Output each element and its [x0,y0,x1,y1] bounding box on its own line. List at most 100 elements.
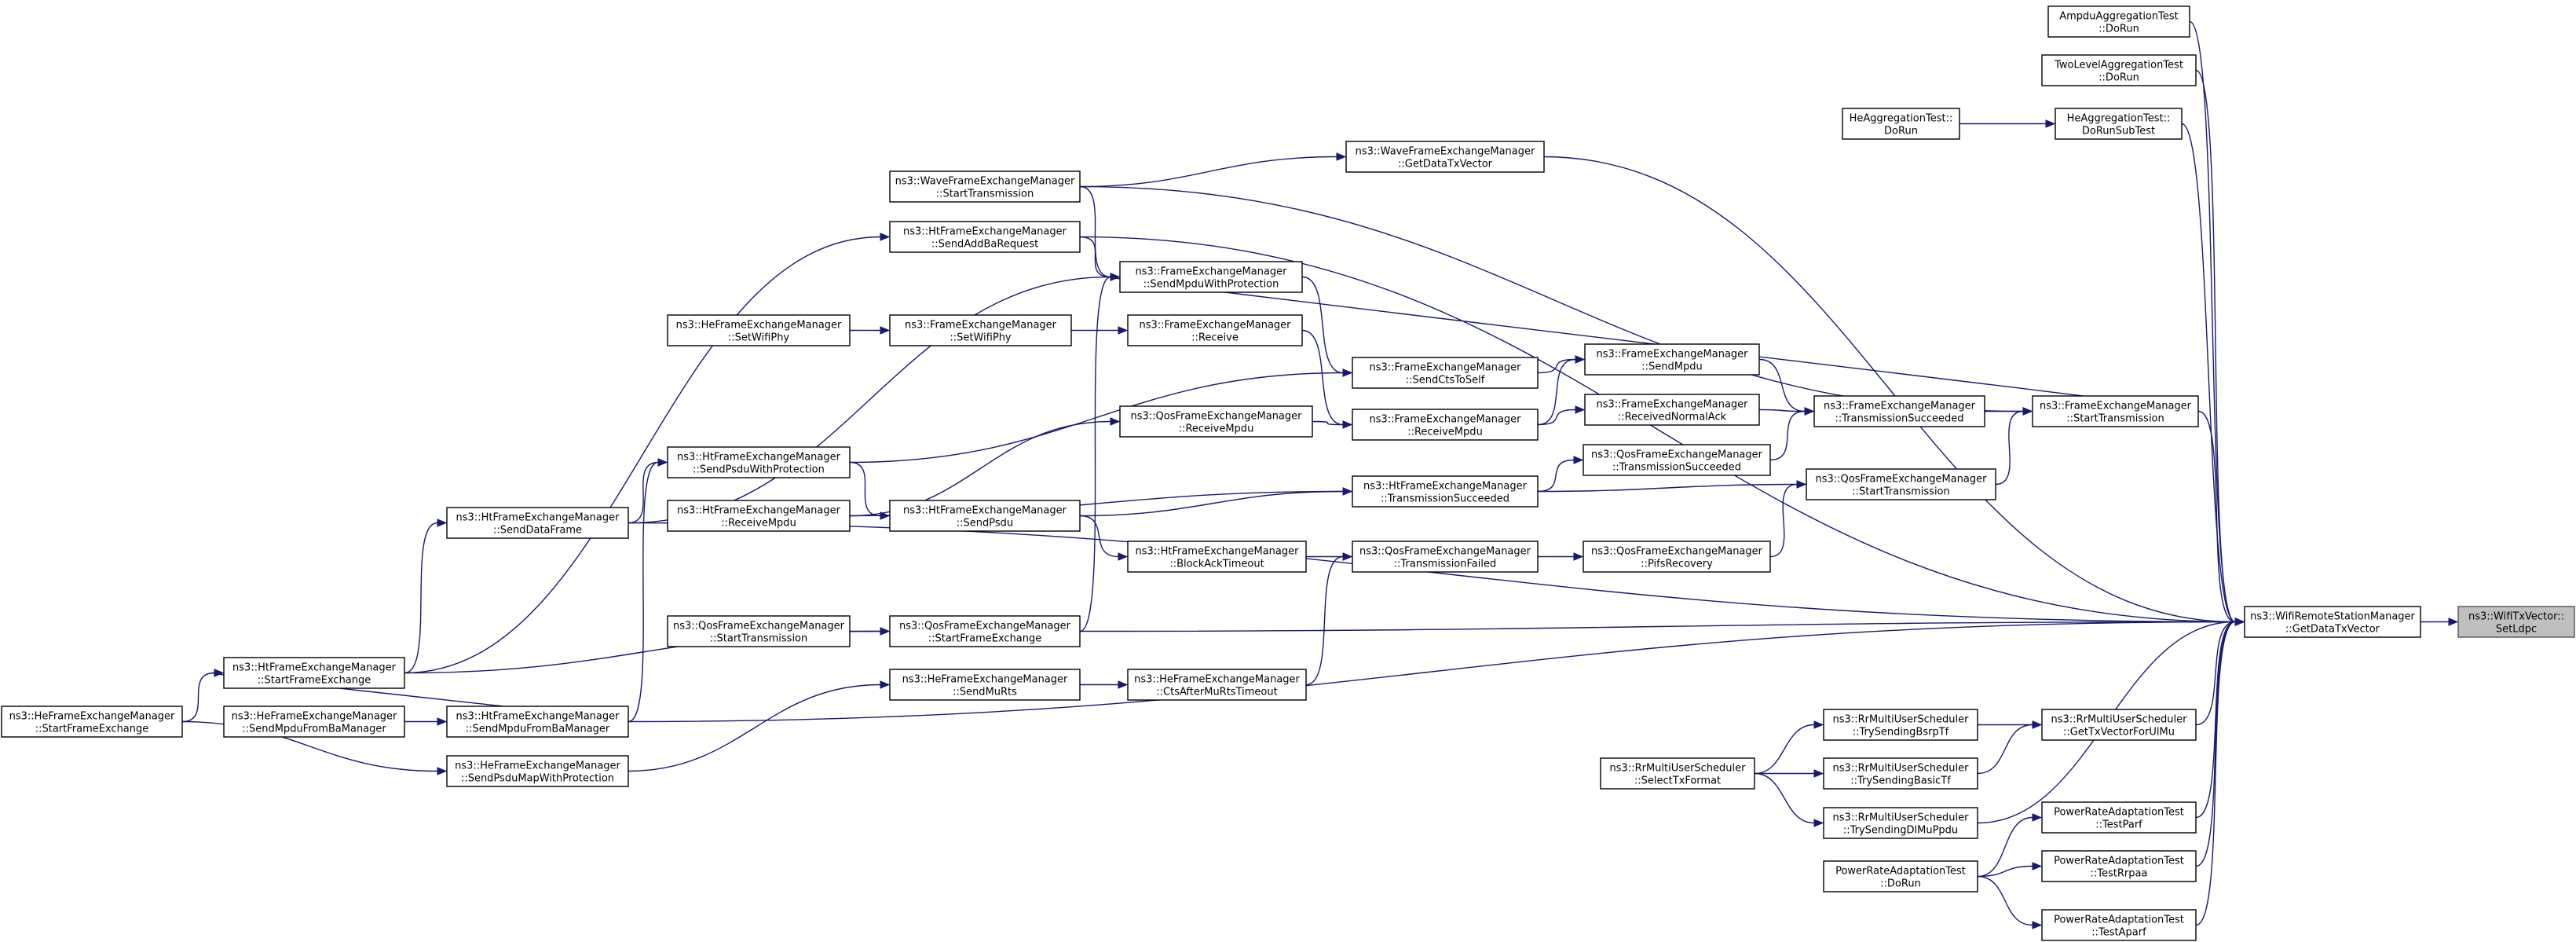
edge-n47-to-n44 [1977,813,2043,878]
edge-n7-to-n20 [1079,185,1121,281]
graph-node-n6[interactable]: ns3::WaveFrameExchangeManager::GetDataTx… [1345,141,1545,173]
edge-n16-to-n12 [1537,405,1586,426]
graph-node-n5[interactable]: HeAggregationTest::DoRun [1842,108,1960,140]
graph-node-n14[interactable]: ns3::QosFrameExchangeManager::PifsRecove… [1583,541,1771,573]
graph-node-n34[interactable]: ns3::HeFrameExchangeManager::SendMuRts [889,669,1081,701]
graph-node-n20[interactable]: ns3::FrameExchangeManager::SendMpduWithP… [1119,261,1303,293]
node-label-line: ns3::HeFrameExchangeManager [232,711,397,723]
node-label-line: ns3::QosFrameExchangeManager [1130,411,1302,423]
graph-node-n47[interactable]: PowerRateAdaptationTest::DoRun [1823,860,1978,893]
graph-node-n18[interactable]: ns3::QosFrameExchangeManager::Transmissi… [1352,541,1539,573]
edge-line [2195,621,2236,726]
edge-line [2195,621,2236,867]
edge-arrowhead [2032,813,2043,822]
graph-node-n46[interactable]: PowerRateAdaptationTest::TestAparf [2041,909,2197,941]
graph-node-n16[interactable]: ns3::FrameExchangeManager::ReceiveMpdu [1352,409,1539,441]
graph-node-n15[interactable]: ns3::FrameExchangeManager::SendCtsToSelf [1352,357,1539,389]
node-box [1352,409,1539,441]
edge-arrowhead [2234,618,2245,626]
node-label-line: ::Receive [1191,332,1239,344]
graph-node-n4[interactable]: HeAggregationTest::DoRunSubTest [2055,108,2183,140]
graph-node-n37[interactable]: ns3::HeFrameExchangeManager::SendMpduFro… [223,706,405,738]
graph-node-n13[interactable]: ns3::QosFrameExchangeManager::Transmissi… [1583,444,1771,476]
graph-node-n29[interactable]: ns3::HtFrameExchangeManager::SendDataFra… [446,507,629,539]
node-box [446,706,629,738]
graph-node-n33[interactable]: ns3::HeFrameExchangeManager::StartFrameE… [1,706,183,738]
graph-node-n42[interactable]: ns3::RrMultiUserScheduler::SelectTxForma… [1600,757,1755,790]
node-label-line: ns3::HtFrameExchangeManager [903,505,1067,517]
node-label-line: ::SendMpduFromBaManager [242,724,386,735]
edge-line [1079,515,1119,558]
graph-node-n45[interactable]: PowerRateAdaptationTest::TestRrpaa [2041,850,2197,882]
node-box [2041,850,2197,882]
node-label-line: ::SendDataFrame [493,525,582,537]
graph-node-n41[interactable]: ns3::RrMultiUserScheduler::TrySendingBas… [1823,757,1978,790]
node-box [1583,444,1771,476]
graph-node-n28[interactable]: ns3::HtFrameExchangeManager::ReceiveMpdu [667,500,851,532]
graph-node-n12[interactable]: ns3::FrameExchangeManager::ReceivedNorma… [1584,394,1760,426]
node-box [889,669,1081,701]
edge-line [404,236,881,674]
graph-node-n10[interactable]: ns3::QosFrameExchangeManager::StartTrans… [1806,468,1996,500]
graph-node-n35[interactable]: ns3::HeFrameExchangeManager::CtsAfterMuR… [1127,669,1307,701]
graph-node-n25[interactable]: ns3::HtFrameExchangeManager::SendPsdu [889,500,1081,532]
graph-node-n22[interactable]: ns3::FrameExchangeManager::SetWifiPhy [889,314,1072,346]
graph-node-n24[interactable]: ns3::QosFrameExchangeManager::ReceiveMpd… [1119,405,1313,438]
edge-line [628,621,2236,723]
node-label-line: ::TransmissionFailed [1394,559,1496,570]
node-label-line: ::StartTransmission [1852,486,1950,498]
node-box [1823,807,1978,839]
node-label-line: ns3::FrameExchangeManager [1369,362,1521,374]
node-box [2457,606,2575,638]
node-label-line: ::StartFrameExchange [35,724,149,735]
node-label-line: ns3::QosFrameExchangeManager [1591,449,1763,461]
node-label-line: ::StartTransmission [2066,413,2164,425]
graph-node-n40[interactable]: ns3::RrMultiUserScheduler::TrySendingBsr… [1823,709,1978,741]
edge-n13-to-n9 [1769,407,1815,461]
graph-node-n21[interactable]: ns3::FrameExchangeManager::Receive [1127,314,1303,346]
node-label-line: ::TrySendingBsrpTf [1853,727,1949,739]
graph-node-n39[interactable]: ns3::RrMultiUserScheduler::GetTxVectorFo… [2041,709,2197,741]
graph-node-n19[interactable]: ns3::HtFrameExchangeManager::SendAddBaRe… [889,221,1081,253]
graph-node-n0[interactable]: ns3::WifiTxVector::SetLdpc [2457,606,2575,638]
graph-node-n26[interactable]: ns3::HtFrameExchangeManager::BlockAckTim… [1127,541,1307,573]
graph-node-n38[interactable]: ns3::HeFrameExchangeManager::SendPsduMap… [446,755,629,787]
edge-arrowhead [1342,420,1353,429]
node-label-line: ::GetDataTxVector [1398,159,1493,170]
edge-n20-to-n15 [1301,276,1353,377]
node-label-line: ns3::FrameExchangeManager [2040,401,2192,412]
graph-node-n27[interactable]: ns3::HtFrameExchangeManager::SendPsduWit… [667,446,851,478]
edge-arrowhead [880,680,891,689]
edge-arrowhead [880,627,891,636]
graph-node-n44[interactable]: PowerRateAdaptationTest::TestParf [2041,801,2197,834]
graph-node-n2[interactable]: AmpduAggregationTest::DoRun [2047,5,2190,38]
node-label-line: ::CtsAfterMuRtsTimeout [1156,687,1277,698]
graph-node-n36[interactable]: ns3::HtFrameExchangeManager::SendMpduFro… [446,706,629,738]
graph-node-n30[interactable]: ns3::QosFrameExchangeManager::StartFrame… [889,615,1081,647]
node-box [667,615,851,647]
edge-n42-to-n41 [1755,769,1824,778]
graph-node-n9[interactable]: ns3::FrameExchangeManager::TransmissionS… [1813,395,1985,427]
graph-node-n17[interactable]: ns3::HtFrameExchangeManager::Transmissio… [1352,475,1539,508]
node-box [667,500,851,532]
node-label-line: ns3::HeFrameExchangeManager [1134,674,1300,686]
graph-node-n7[interactable]: ns3::WaveFrameExchangeManager::StartTran… [889,170,1081,203]
edge-line [1758,358,1806,412]
edge-arrowhead [880,326,891,335]
node-label-line: ::ReceiveMpdu [1179,423,1254,435]
node-box [889,615,1081,647]
node-box [889,170,1081,203]
graph-node-n3[interactable]: TwoLevelAggregationTest::DoRun [2041,54,2197,86]
graph-node-n8[interactable]: ns3::FrameExchangeManager::StartTransmis… [2032,395,2199,427]
graph-node-n11[interactable]: ns3::FrameExchangeManager::SendMpdu [1584,343,1760,376]
edge-arrowhead [2032,720,2043,729]
node-label-line: HeAggregationTest:: [2067,113,2171,125]
graph-node-n23[interactable]: ns3::HeFrameExchangeManager::SetWifiPhy [667,314,851,346]
node-label-line: ::TestParf [2095,819,2142,831]
graph-node-n31[interactable]: ns3::QosFrameExchangeManager::StartTrans… [667,615,851,647]
edge-n7-to-n6 [1079,152,1347,188]
graph-node-n32[interactable]: ns3::HtFrameExchangeManager::StartFrameE… [223,657,405,689]
node-label-line: ns3::RrMultiUserScheduler [2051,714,2188,726]
graph-node-n1[interactable]: ns3::WifiRemoteStationManager::GetDataTx… [2244,606,2421,638]
graph-node-n43[interactable]: ns3::RrMultiUserScheduler::TrySendingDlM… [1823,807,1978,839]
